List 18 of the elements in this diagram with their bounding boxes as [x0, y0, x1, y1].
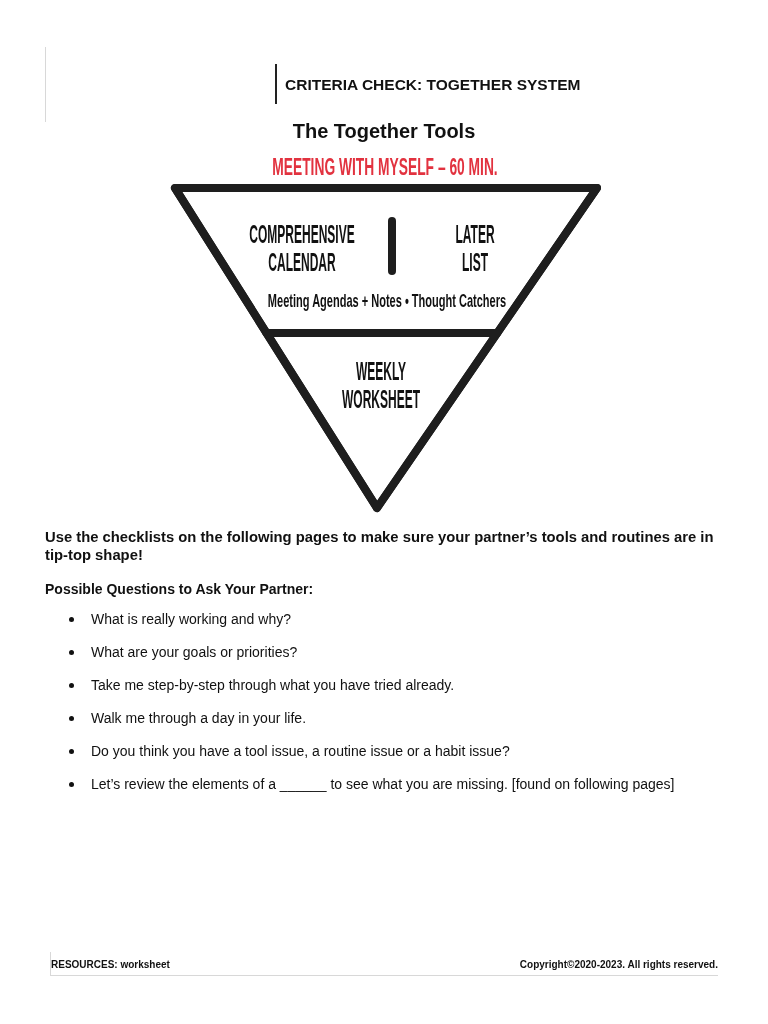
- question-item: What is really working and why?: [91, 611, 291, 627]
- page-title: The Together Tools: [292, 120, 476, 143]
- tool-label: WEEKLY WORKSHEET: [342, 357, 420, 413]
- tool-caption: Meeting Agendas + Notes • Thought Catchers: [267, 290, 507, 312]
- question-item: Take me step-by-step through what you have tried already.: [91, 677, 455, 693]
- copyright-notice: Copyright©2020-2023. All rights reserved.: [519, 959, 718, 971]
- question-item: Do you think you have a tool issue, a routine issue or a habit issue?: [91, 743, 510, 759]
- header-title: CRITERIA CHECK: TOGETHER SYSTEM: [285, 76, 581, 94]
- questions-heading: Possible Questions to Ask Your Partner:: [45, 581, 314, 597]
- diagram-heading: MEETING WITH MYSELF – 60 MIN.: [271, 154, 498, 180]
- question-item: What are your goals or priorities?: [91, 644, 298, 660]
- question-item: Walk me through a day in your life.: [91, 710, 307, 726]
- tool-label: LATER LIST: [455, 220, 495, 276]
- intro-paragraph: Use the checklists on the following pages to make sure your partner’s tools and routines are in tip-top shape!: [45, 528, 715, 564]
- tool-label: COMPREHENSIVE CALENDAR: [249, 220, 355, 276]
- footer-text: RESOURCES: worksheet: [51, 959, 170, 971]
- top-band: [170, 184, 602, 337]
- question-item: Let’s review the elements of a ______ to see what you are missing. [found on following pages]: [91, 776, 675, 792]
